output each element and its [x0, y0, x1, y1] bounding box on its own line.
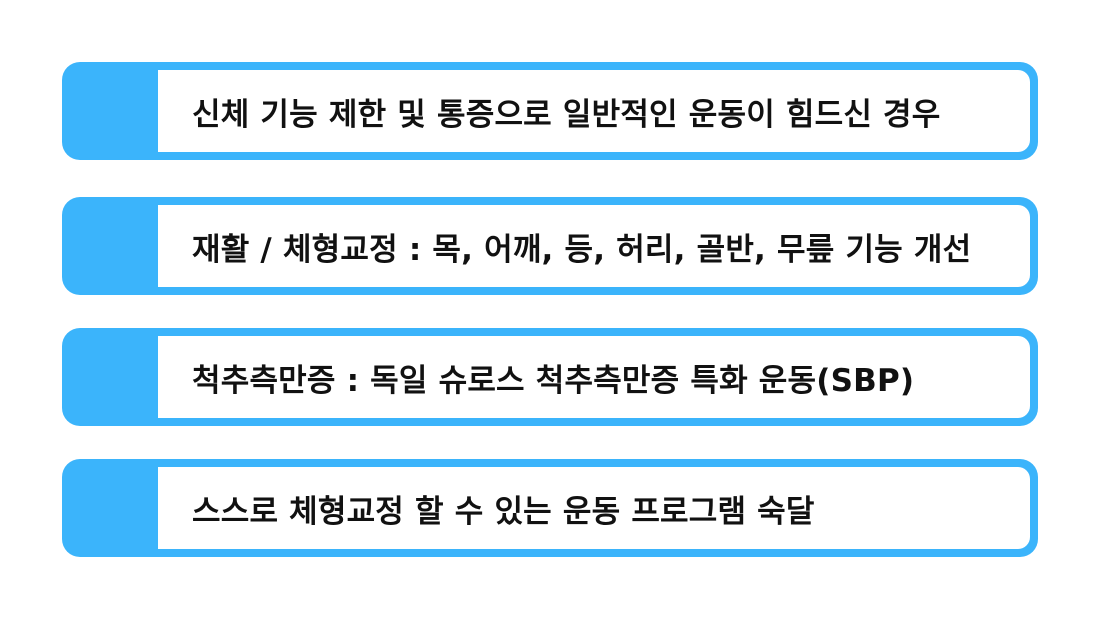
item-panel: 스스로 체형교정 할 수 있는 운동 프로그램 숙달 — [158, 467, 1030, 549]
item-text: 재활 / 체형교정 : 목, 어깨, 등, 허리, 골반, 무릎 기능 개선 — [192, 231, 972, 268]
item-text: 척추측만증 : 독일 슈로스 척추측만증 특화 운동(SBP) — [192, 362, 915, 399]
accent-tab — [62, 197, 158, 295]
item-panel: 척추측만증 : 독일 슈로스 척추측만증 특화 운동(SBP) — [158, 336, 1030, 418]
accent-tab — [62, 62, 158, 160]
item-text: 신체 기능 제한 및 통증으로 일반적인 운동이 힘드신 경우 — [192, 96, 941, 133]
item-panel: 신체 기능 제한 및 통증으로 일반적인 운동이 힘드신 경우 — [158, 70, 1030, 152]
accent-tab — [62, 328, 158, 426]
list-item: 신체 기능 제한 및 통증으로 일반적인 운동이 힘드신 경우 — [62, 62, 1038, 160]
list-item: 척추측만증 : 독일 슈로스 척추측만증 특화 운동(SBP) — [62, 328, 1038, 426]
accent-tab — [62, 459, 158, 557]
list-item: 스스로 체형교정 할 수 있는 운동 프로그램 숙달 — [62, 459, 1038, 557]
item-panel: 재활 / 체형교정 : 목, 어깨, 등, 허리, 골반, 무릎 기능 개선 — [158, 205, 1030, 287]
item-text: 스스로 체형교정 할 수 있는 운동 프로그램 숙달 — [192, 493, 815, 530]
list-item: 재활 / 체형교정 : 목, 어깨, 등, 허리, 골반, 무릎 기능 개선 — [62, 197, 1038, 295]
